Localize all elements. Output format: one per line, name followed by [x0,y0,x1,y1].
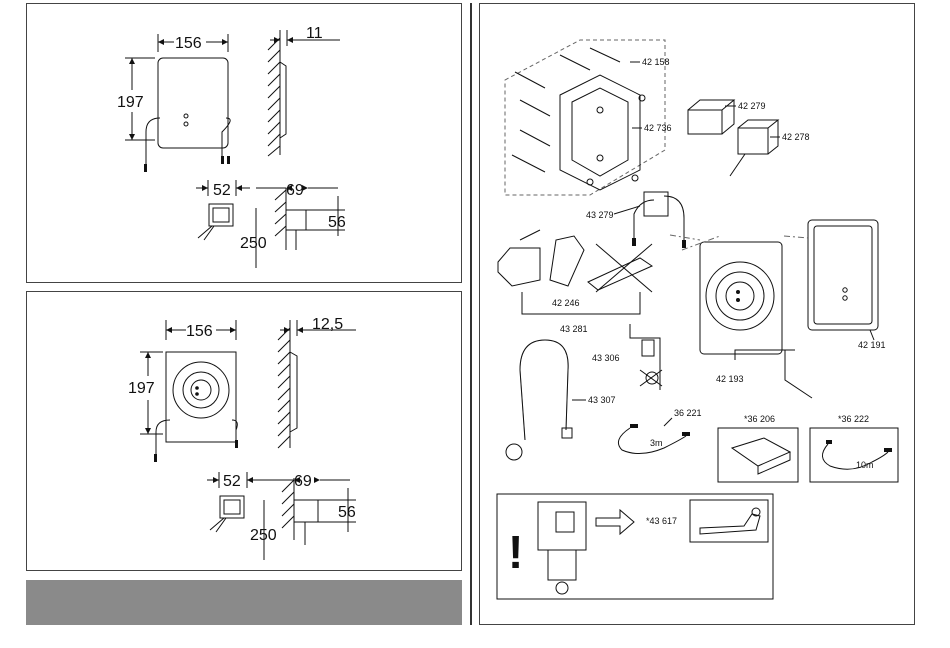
bottom-box-width-dim: 52 [223,473,241,490]
part-43279: 43 279 [586,210,614,220]
part-43307: 43 307 [588,395,616,405]
cover-plate-round [700,242,782,354]
top-box-width-dim: 52 [213,182,231,199]
warning-exclamation-icon: ! [508,526,523,578]
top-box-depth-dim: 250 [240,235,267,252]
part-42158: 42 158 [642,57,670,67]
part-42279: 42 279 [738,101,766,111]
cable-length-10m: 10m [856,460,874,470]
part-42193: 42 193 [716,374,744,384]
part-36206: *36 206 [744,414,775,424]
part-42736: 42 736 [644,123,672,133]
cable-length-3m: 3m [650,438,663,448]
top-height-dim: 197 [117,94,144,111]
installation-frame-warning [497,494,773,599]
cable-10m-box [810,428,898,482]
part-43306: 43 306 [592,353,620,363]
top-box-height-dim: 56 [328,214,346,231]
part-42191: 42 191 [858,340,886,350]
bottom-depth-dim: 12,5 [312,316,343,333]
power-supply-unit [632,192,686,248]
bottom-width-dim: 156 [186,323,213,340]
top-width-dim: 156 [175,35,202,52]
bottom-box-height-dim: 56 [338,504,356,521]
bottom-box-offset-dim: 69 [294,473,312,490]
flexible-hose [506,340,572,460]
top-box-offset-dim: 69 [286,182,304,199]
top-side-view [268,30,340,156]
part-42246: 42 246 [552,298,580,308]
part-42278: 42 278 [782,132,810,142]
bottom-height-dim: 197 [128,380,155,397]
bottom-side-view [278,320,356,448]
service-tool-box [718,428,798,482]
top-depth-dim: 11 [306,25,323,42]
junction-box [688,100,778,176]
part-36221: 36 221 [674,408,702,418]
cover-plate-square [808,220,878,330]
part-36222: *36 222 [838,414,869,424]
part-43281: 43 281 [560,324,588,334]
drain-valve-kit [630,324,662,390]
bottom-box-depth-dim: 250 [250,527,277,544]
mounting-frame [512,48,645,190]
part-43617: *43 617 [646,516,677,526]
